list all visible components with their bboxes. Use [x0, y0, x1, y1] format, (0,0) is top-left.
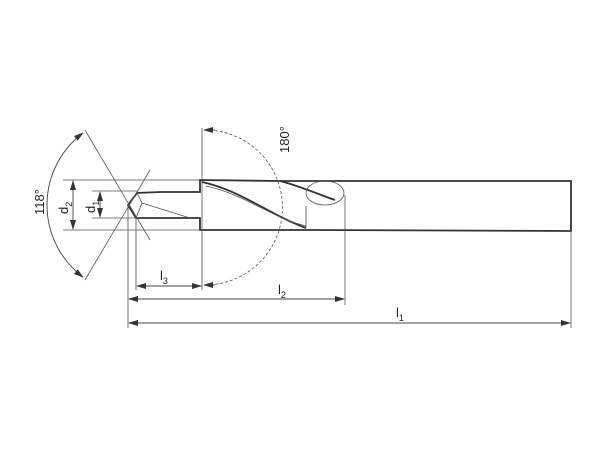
drill-body	[126, 179, 572, 232]
extension-lines	[63, 128, 572, 328]
flute-runout-ellipse	[305, 180, 345, 206]
rotation-arc	[204, 129, 283, 286]
point-angle-label: 118°	[32, 189, 47, 215]
svg-text:d1: d1	[83, 201, 101, 213]
d1-label: d1	[83, 201, 101, 213]
flute-edge-2	[205, 185, 307, 227]
flute-curve	[279, 180, 336, 201]
rotation-angle-label: 180°	[277, 126, 292, 153]
l3-label: l3	[160, 268, 168, 286]
svg-text:d2: d2	[56, 202, 74, 214]
l2-label: l2	[278, 282, 286, 300]
drill-outline	[126, 179, 572, 232]
tip-cutting-edges	[135, 192, 191, 219]
l1-label: l1	[396, 305, 404, 323]
d2-label: d2	[56, 202, 74, 214]
point-angle-arc	[46, 132, 84, 278]
flute-edge-1	[201, 181, 307, 229]
